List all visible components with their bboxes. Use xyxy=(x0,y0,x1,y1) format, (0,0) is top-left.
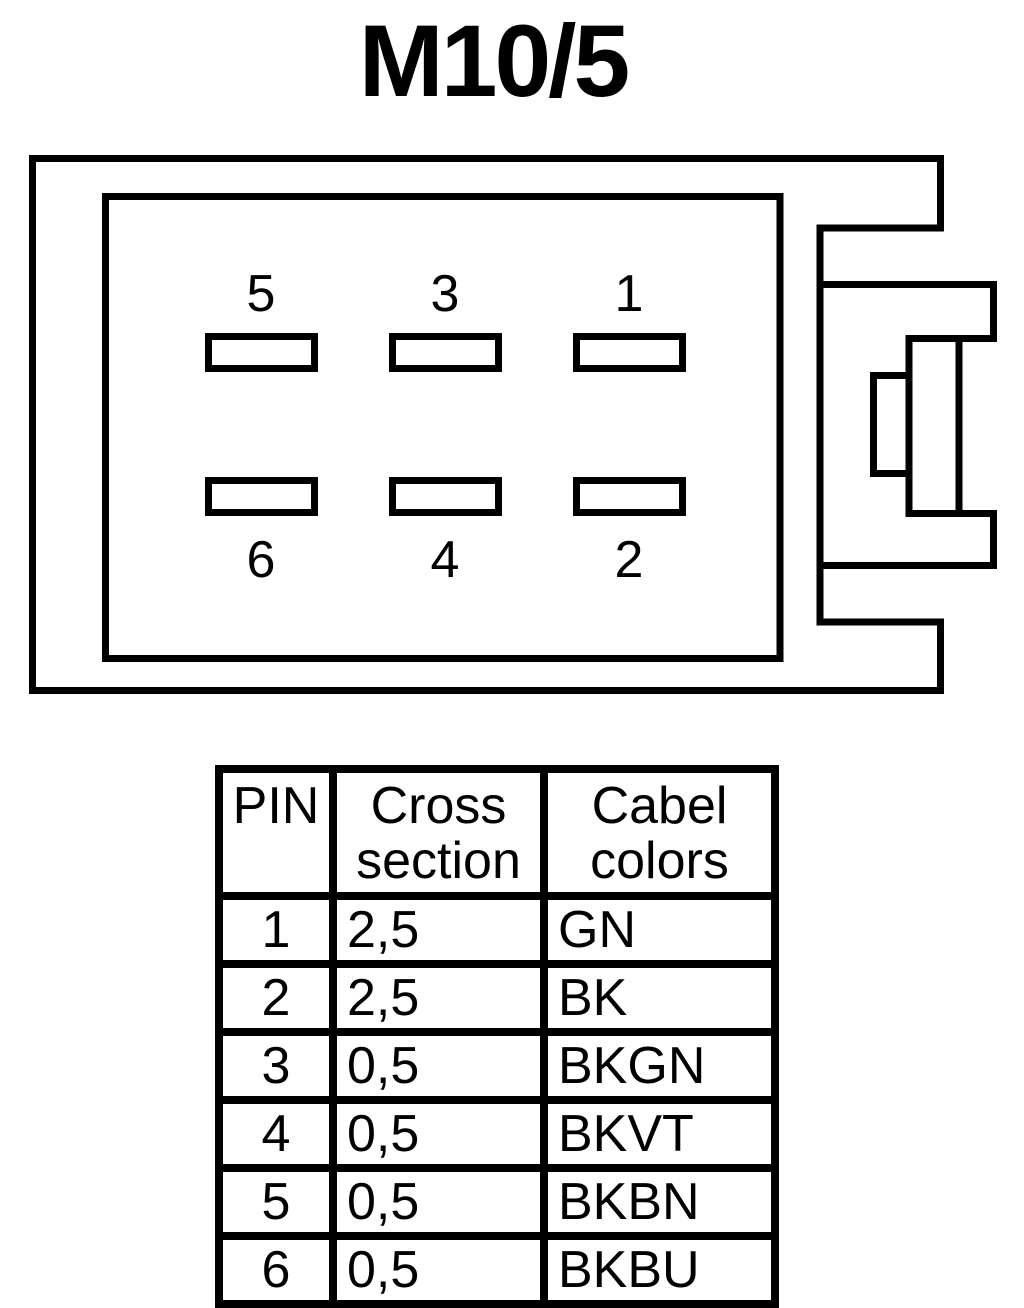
pin-slot-4 xyxy=(389,477,502,516)
header-cabel-line1: Cabel xyxy=(591,777,728,835)
housing-outline xyxy=(29,155,944,694)
header-pin-text: PIN xyxy=(232,777,320,835)
key-rib-inner xyxy=(870,372,913,477)
table-row: 2 2,5 BK xyxy=(215,960,779,1036)
pin-slot-5 xyxy=(205,333,318,372)
table-header-row: PIN Cross section Cabel colors xyxy=(215,765,779,900)
cell-cross-section: 0,5 xyxy=(329,1028,548,1104)
cell-cross-section: 2,5 xyxy=(329,892,548,968)
table-row: 1 2,5 GN xyxy=(215,892,779,968)
page: M10/5 xyxy=(29,4,997,1308)
cell-pin: 1 xyxy=(215,892,337,968)
table-row: 3 0,5 BKGN xyxy=(215,1028,779,1104)
cell-cross-section: 2,5 xyxy=(329,960,548,1036)
pin-label-6: 6 xyxy=(246,531,276,589)
pin-slot-6 xyxy=(205,477,318,516)
cell-pin: 4 xyxy=(215,1096,337,1172)
pin-slot-3 xyxy=(389,333,502,372)
cell-pin: 5 xyxy=(215,1164,337,1240)
cell-pin: 6 xyxy=(215,1232,337,1308)
header-cross-line1: Cross xyxy=(370,777,507,835)
header-cross-section: Cross section xyxy=(329,765,548,900)
page-title: M10/5 xyxy=(358,4,631,118)
pin-label-5: 5 xyxy=(246,265,276,323)
table-row: 4 0,5 BKVT xyxy=(215,1096,779,1172)
inner-face-outline xyxy=(102,193,784,662)
cell-cross-section: 0,5 xyxy=(329,1164,548,1240)
header-cabel-line2: colors xyxy=(590,832,729,890)
header-cross-line2: section xyxy=(356,832,521,890)
table-row: 6 0,5 BKBU xyxy=(215,1232,779,1308)
pin-label-2: 2 xyxy=(614,531,644,589)
guide-tab-top xyxy=(816,281,997,342)
cell-cable-color: BKBU xyxy=(540,1232,779,1308)
cell-cross-section: 0,5 xyxy=(329,1232,548,1308)
cell-cable-color: BK xyxy=(540,960,779,1036)
pin-label-3: 3 xyxy=(430,265,460,323)
connector-diagram: 5 3 1 6 4 2 xyxy=(29,155,997,694)
cell-cable-color: BKBN xyxy=(540,1164,779,1240)
cell-cable-color: BKGN xyxy=(540,1028,779,1104)
table-row: 5 0,5 BKBN xyxy=(215,1164,779,1240)
pin-slot-1 xyxy=(573,333,686,372)
pin-label-1: 1 xyxy=(614,265,644,323)
cell-cable-color: BKVT xyxy=(540,1096,779,1172)
pin-slot-2 xyxy=(573,477,686,516)
cell-cross-section: 0,5 xyxy=(329,1096,548,1172)
cell-cable-color: GN xyxy=(540,892,779,968)
header-pin: PIN xyxy=(215,765,337,900)
key-rib-outer xyxy=(905,335,963,517)
guide-tab-bottom xyxy=(816,510,997,569)
cell-pin: 3 xyxy=(215,1028,337,1104)
pin-label-4: 4 xyxy=(430,531,460,589)
header-cable-colors: Cabel colors xyxy=(540,765,779,900)
pin-assignment-table: PIN Cross section Cabel colors 1 2,5 GN … xyxy=(215,765,779,1308)
cell-pin: 2 xyxy=(215,960,337,1036)
connector-outline-drawing xyxy=(29,155,997,694)
